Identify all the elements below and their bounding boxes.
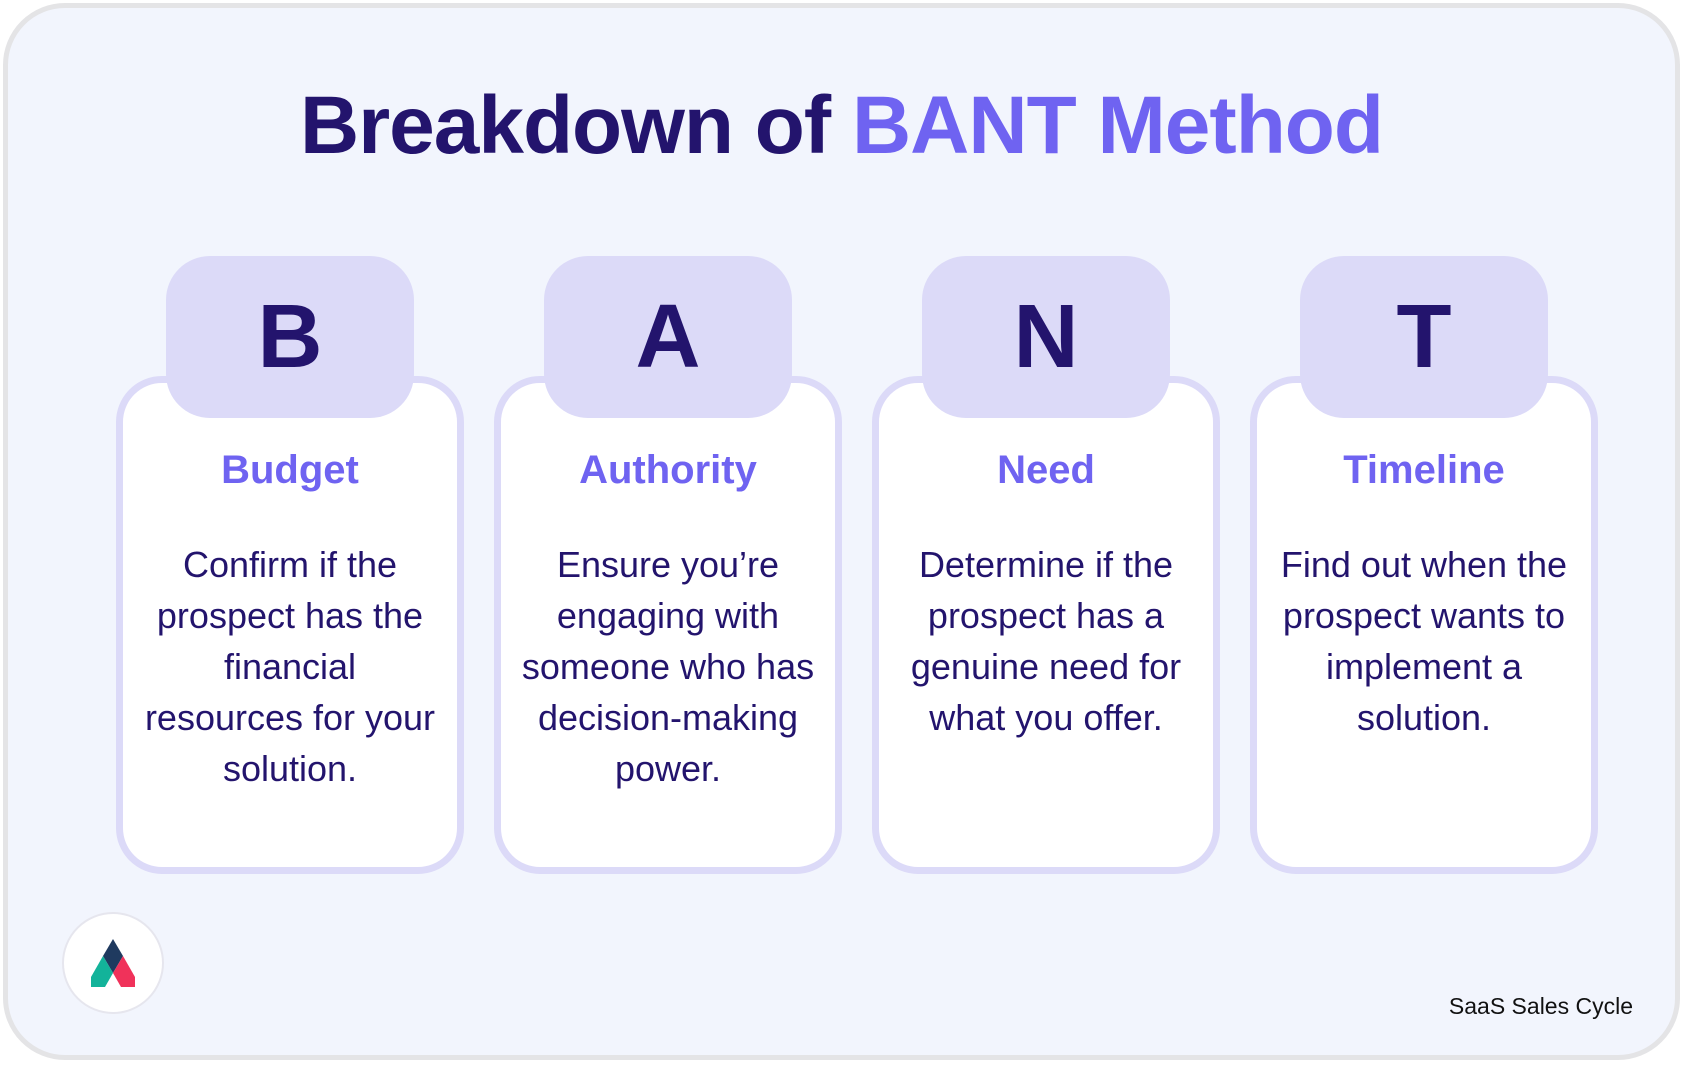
letter-tab: T: [1300, 256, 1548, 418]
page-title: Breakdown of BANT Method: [8, 76, 1675, 176]
card-description: Confirm if the prospect has the financia…: [144, 544, 436, 789]
letter-tab: N: [922, 256, 1170, 418]
card-heading: Budget: [221, 448, 359, 492]
title-prefix: Breakdown of: [300, 80, 852, 171]
card-body: [116, 376, 464, 874]
card-description: Determine if the prospect has a genuine …: [910, 544, 1182, 738]
brand-logo: [62, 912, 164, 1014]
card-body: [494, 376, 842, 874]
card-letter: B: [257, 287, 323, 387]
card-heading: Authority: [579, 448, 757, 492]
card-need: N Need Determine if the prospect has a g…: [872, 256, 1220, 874]
card-heading: Need: [997, 448, 1095, 492]
letter-tab: A: [544, 256, 792, 418]
title-accent: BANT Method: [851, 80, 1384, 171]
card-timeline: T Timeline Find out when the prospect wa…: [1250, 256, 1598, 874]
card-budget: B Budget Confirm if the prospect has the…: [116, 256, 464, 874]
card-heading: Timeline: [1343, 448, 1505, 492]
source-label: SaaS Sales Cycle: [1448, 993, 1633, 1019]
card-letter: T: [1396, 287, 1452, 387]
logo-right-shape: [113, 956, 135, 987]
card-letter: N: [1013, 287, 1079, 387]
card-letter: A: [635, 287, 701, 387]
card-description: Ensure you’re engaging with someone who …: [521, 544, 815, 789]
card-description: Find out when the prospect wants to impl…: [1280, 544, 1568, 738]
logo-left-shape: [91, 956, 113, 987]
letter-tab: B: [166, 256, 414, 418]
infographic-frame: Breakdown of BANT Method B Budget Confir…: [3, 3, 1680, 1060]
card-body: [872, 376, 1220, 874]
card-body: [1250, 376, 1598, 874]
card-authority: A Authority Ensure you’re engaging with …: [494, 256, 842, 874]
triangle-a-logo-icon: [91, 939, 135, 987]
